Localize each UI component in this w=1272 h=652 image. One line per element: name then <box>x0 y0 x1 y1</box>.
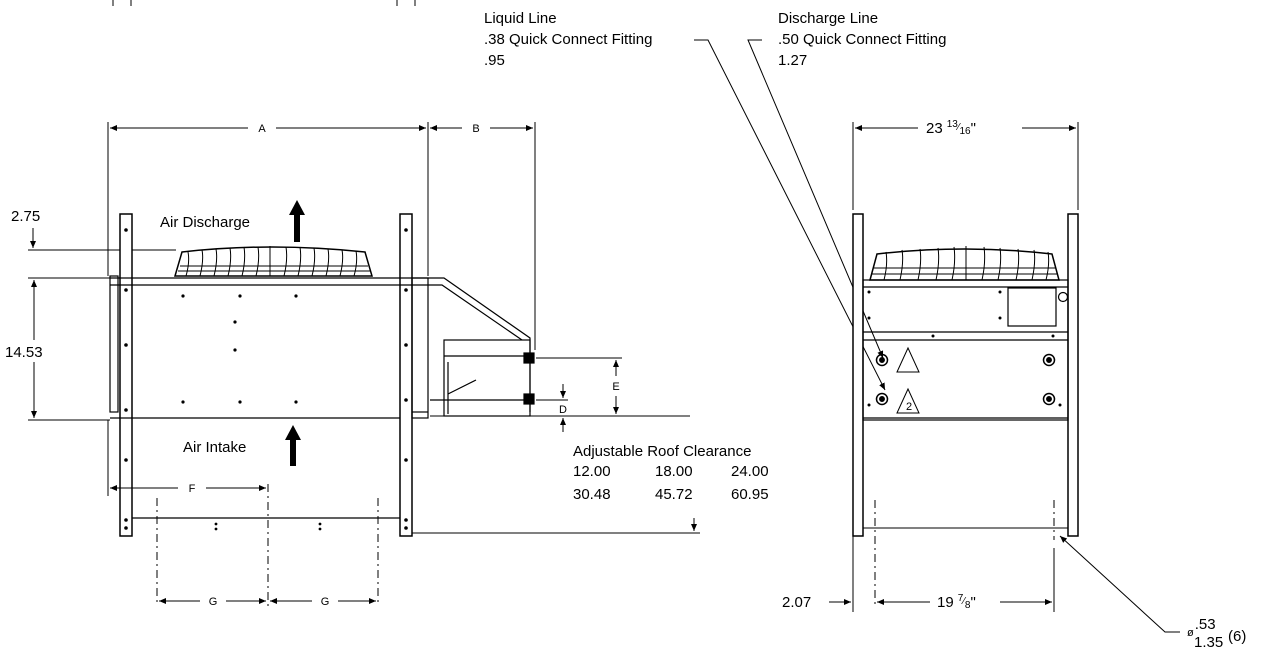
roof-clearance-table: Adjustable Roof Clearance 12.00 18.00 24… <box>573 443 769 503</box>
marker-2-label: 2 <box>906 401 912 413</box>
dim-e-label: E <box>612 381 619 393</box>
body-rivets <box>181 294 322 531</box>
hole-leader <box>1059 535 1180 633</box>
dim-top-offset <box>28 228 176 251</box>
dim-g-left-label: G <box>209 596 218 608</box>
base-line <box>412 518 700 534</box>
dim-top-offset-label: 2.75 <box>11 208 40 225</box>
discharge-line-fitting: .50 Quick Connect Fitting <box>778 31 946 48</box>
roof-clearance-mm-2: 45.72 <box>655 486 693 503</box>
side-rivets <box>867 290 1062 407</box>
dim-b <box>430 122 536 350</box>
air-intake-arrow-icon <box>285 425 301 466</box>
side-fan-guard <box>869 246 1060 281</box>
triangle-marker-1-icon <box>896 346 920 373</box>
dim-left-offset-label: 2.07 <box>782 594 811 611</box>
dim-d-label: D <box>559 404 567 416</box>
air-discharge-label: Air Discharge <box>160 214 250 231</box>
roof-clearance-in-3: 24.00 <box>731 463 769 480</box>
liquid-line-callout: Liquid Line .38 Quick Connect Fitting .9… <box>484 10 886 391</box>
roof-clearance-in-2: 18.00 <box>655 463 693 480</box>
dim-f-label: F <box>189 483 196 495</box>
fan-guard <box>174 246 373 277</box>
top-edge-marks <box>112 0 416 6</box>
discharge-line-metric: 1.27 <box>778 52 807 69</box>
dim-b-label: B <box>472 123 479 135</box>
dim-e <box>430 357 690 417</box>
dim-overall-width <box>852 122 1079 210</box>
air-intake-label: Air Intake <box>183 439 246 456</box>
dim-a <box>107 122 429 276</box>
liquid-line-metric: .95 <box>484 52 505 69</box>
side-fittings <box>875 353 1056 406</box>
dim-height-label: 14.53 <box>5 344 43 361</box>
liquid-line-title: Liquid Line <box>484 10 557 27</box>
discharge-line-leader <box>747 39 884 359</box>
right-rail <box>399 213 413 537</box>
discharge-line-callout: Discharge Line .50 Quick Connect Fitting… <box>747 10 946 359</box>
air-discharge-arrow-icon <box>289 200 305 242</box>
dim-f <box>107 420 266 496</box>
liquid-line-fitting: .38 Quick Connect Fitting <box>484 31 652 48</box>
dim-a-label: A <box>258 123 266 135</box>
triangle-marker-2-icon <box>896 387 920 414</box>
rail-holes <box>124 228 408 530</box>
discharge-line-title: Discharge Line <box>778 10 878 27</box>
roof-clearance-mm-3: 60.95 <box>731 486 769 503</box>
hole-callout: ø.53 <box>1187 616 1216 639</box>
left-rail <box>119 213 133 537</box>
service-panel <box>428 277 535 417</box>
liquid-line-leader <box>694 39 886 391</box>
dim-d <box>536 384 568 432</box>
roof-clearance-title: Adjustable Roof Clearance <box>573 443 751 460</box>
side-markers <box>896 346 920 414</box>
hole-callout-mm: 1.35 <box>1194 634 1223 651</box>
hole-centerlines <box>156 484 379 606</box>
unit-body <box>109 275 429 519</box>
hole-qty: (6) <box>1228 628 1246 645</box>
dim-height <box>28 277 110 421</box>
dim-side-base <box>829 536 1055 612</box>
side-centerlines <box>874 500 1055 606</box>
roof-clearance-mm-1: 30.48 <box>573 486 611 503</box>
front-view: A B 2.75 14.53 <box>5 122 700 608</box>
dim-g-right-label: G <box>321 596 330 608</box>
side-body <box>862 279 1069 421</box>
roof-clearance-in-1: 12.00 <box>573 463 611 480</box>
